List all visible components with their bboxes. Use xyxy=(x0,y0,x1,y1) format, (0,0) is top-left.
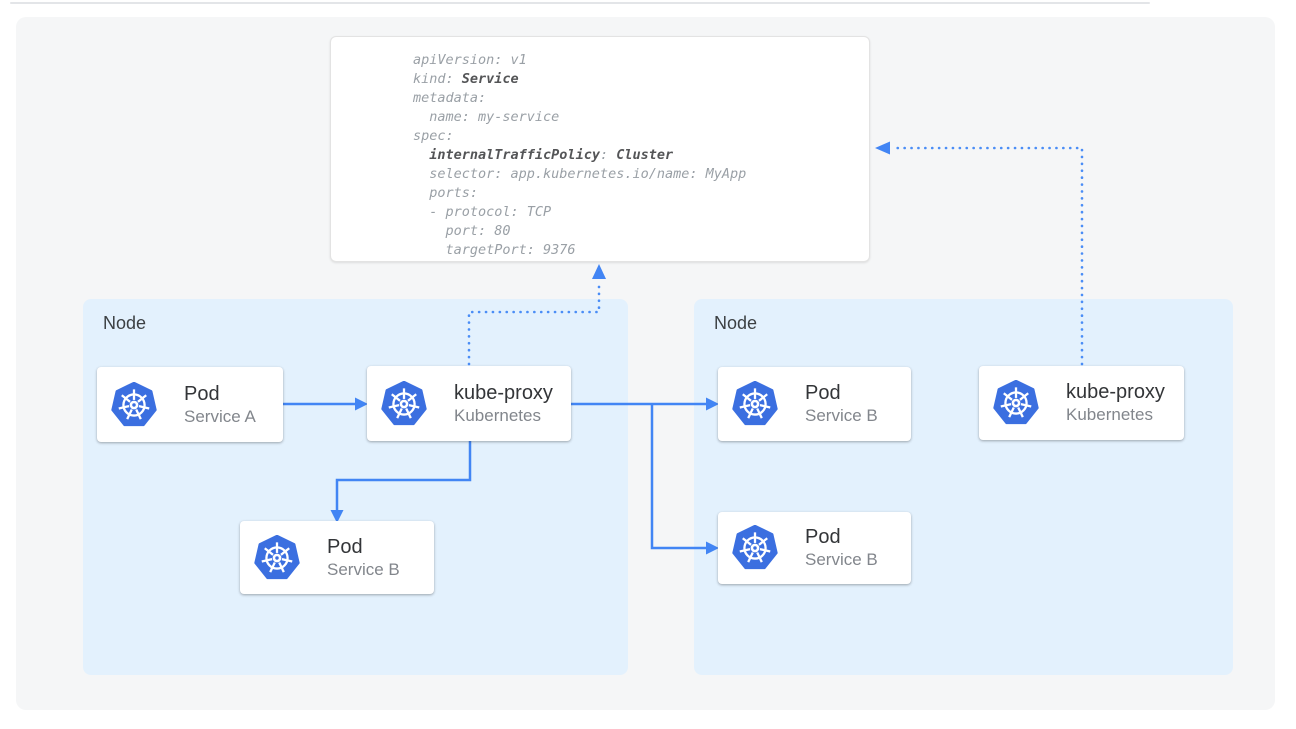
yaml-line-internal-traffic-policy: internalTrafficPolicy: Cluster xyxy=(413,146,869,165)
card-title: Pod xyxy=(805,525,878,549)
yaml-code: apiVersion: v1 kind: Service metadata: n… xyxy=(413,51,869,260)
card-subtitle: Service B xyxy=(327,559,400,581)
kubernetes-icon xyxy=(381,381,427,427)
card-title: kube-proxy xyxy=(454,381,553,405)
node-box-right: Node xyxy=(694,299,1233,675)
yaml-line: metadata: xyxy=(413,89,869,108)
card-title: Pod xyxy=(184,382,256,406)
pod-card-service-b-left: Pod Service B xyxy=(240,521,434,594)
kubernetes-icon xyxy=(111,382,157,428)
yaml-line: ports: xyxy=(413,184,869,203)
card-subtitle: Kubernetes xyxy=(1066,404,1165,426)
node-box-left: Node xyxy=(83,299,628,675)
pod-card-service-a: Pod Service A xyxy=(97,367,283,442)
yaml-line: name: my-service xyxy=(413,108,869,127)
pod-card-service-b-right-bottom: Pod Service B xyxy=(718,512,911,584)
card-subtitle: Service B xyxy=(805,405,878,427)
yaml-line: apiVersion: v1 xyxy=(413,51,869,70)
kube-proxy-card-right: kube-proxy Kubernetes xyxy=(979,366,1184,440)
kube-proxy-card-left: kube-proxy Kubernetes xyxy=(367,366,571,441)
kubernetes-icon xyxy=(732,381,778,427)
yaml-line: kind: Service xyxy=(413,70,869,89)
card-subtitle: Kubernetes xyxy=(454,405,553,427)
kubernetes-icon xyxy=(254,535,300,581)
yaml-line: spec: xyxy=(413,127,869,146)
top-divider xyxy=(10,2,1150,4)
pod-card-service-b-right-top: Pod Service B xyxy=(718,367,911,441)
card-subtitle: Service B xyxy=(805,549,878,571)
node-label: Node xyxy=(714,313,757,334)
kubernetes-icon xyxy=(993,380,1039,426)
yaml-line: targetPort: 9376 xyxy=(413,241,869,260)
card-subtitle: Service A xyxy=(184,406,256,428)
yaml-line: - protocol: TCP xyxy=(413,203,869,222)
kubernetes-icon xyxy=(732,525,778,571)
service-yaml-card: apiVersion: v1 kind: Service metadata: n… xyxy=(330,36,870,262)
card-title: Pod xyxy=(805,381,878,405)
node-label: Node xyxy=(103,313,146,334)
yaml-line: port: 80 xyxy=(413,222,869,241)
yaml-line: selector: app.kubernetes.io/name: MyApp xyxy=(413,165,869,184)
card-title: Pod xyxy=(327,535,400,559)
card-title: kube-proxy xyxy=(1066,380,1165,404)
